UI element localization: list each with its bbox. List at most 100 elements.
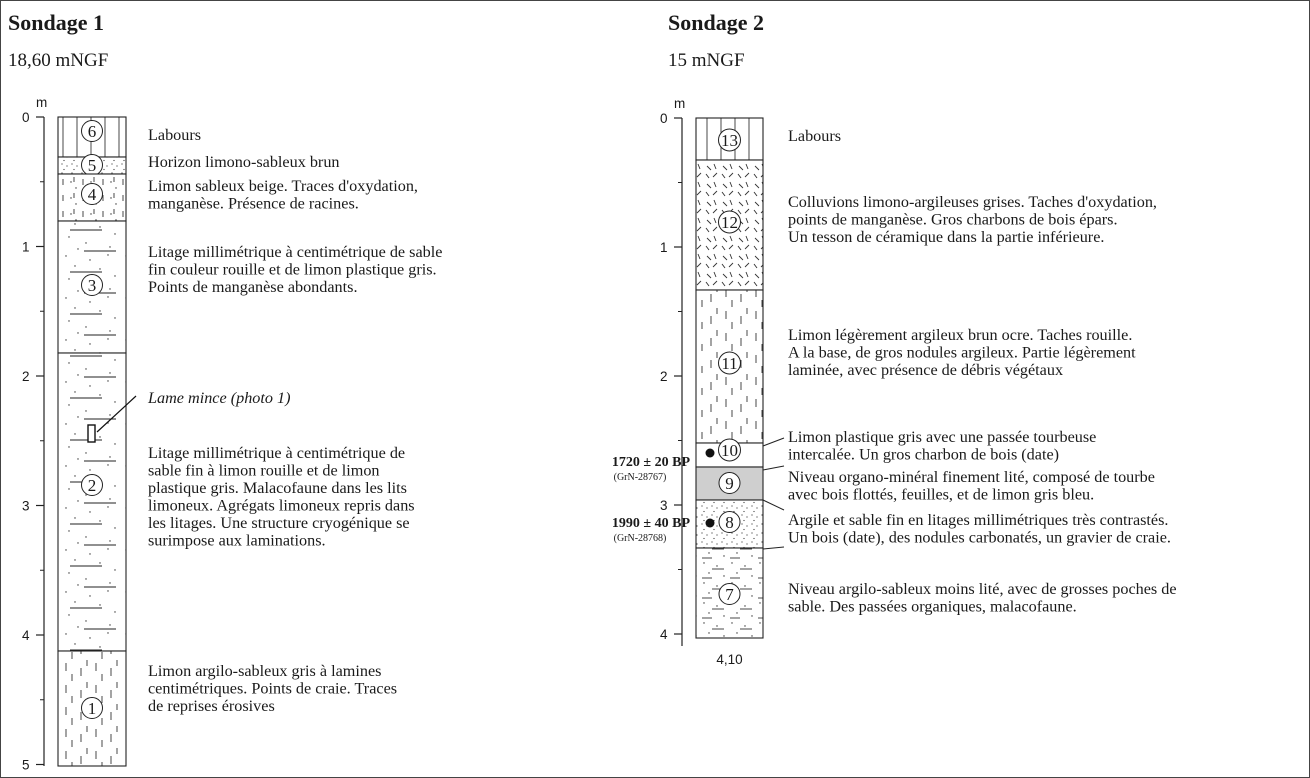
layer-description-line: Points de manganèse abondants. — [148, 278, 358, 296]
layer-number-circle — [718, 583, 741, 605]
layer-number-circle — [718, 511, 741, 533]
layer-number-circle — [718, 438, 741, 462]
date-sample-dot — [705, 518, 715, 528]
layer-description-line: surimpose aux laminations. — [148, 532, 326, 550]
layer-number: 5 — [88, 156, 97, 175]
date-lab-code: (GrN-28767) — [614, 472, 667, 483]
layer-number-circle — [718, 351, 741, 375]
depth-tick-label: 3 — [22, 499, 30, 514]
depth-unit: m — [36, 95, 47, 110]
layer-number: 3 — [88, 276, 97, 295]
depth-tick-label: 3 — [660, 498, 668, 513]
date-age: 1990 ± 40 BP — [612, 516, 691, 531]
description-leader — [762, 499, 785, 511]
layer-number-circle — [81, 120, 103, 142]
thin-section-leader — [96, 395, 137, 433]
description-leader — [762, 465, 785, 471]
depth-unit: m — [674, 96, 685, 111]
column-bottom-depth: 4,10 — [716, 652, 742, 667]
layer-number: 13 — [721, 131, 738, 150]
radiocarbon-date-1: 1720 ± 20 BP (GrN-28767) — [612, 448, 715, 483]
thin-section-label: Lame mince (photo 1) — [147, 389, 291, 407]
layer-number: 10 — [721, 441, 738, 460]
layer-description-line: Limon argilo-sableux gris à lamines — [148, 662, 381, 680]
depth-tick-label: 1 — [660, 240, 668, 255]
depth-tick-label: 0 — [22, 110, 30, 125]
layer-4: 4 Limon sableux beige. Traces d'oxydation… — [57, 173, 418, 222]
radiocarbon-date-2: 1990 ± 40 BP (GrN-28768) — [612, 516, 715, 544]
layer-description-line: Limon sableux beige. Traces d'oxydation, — [148, 177, 418, 195]
layer-description-line: Limon plastique gris avec une passée tou… — [788, 428, 1096, 446]
layer-description-line: Niveau organo-minéral finement lité, com… — [788, 468, 1155, 486]
layer-number-circle — [718, 472, 741, 494]
thin-section-marker — [87, 424, 96, 443]
layer-description-line: Un bois (date), des nodules carbonatés, … — [788, 529, 1171, 547]
layer-9: 9 Niveau organo-minéral finement lité, co… — [695, 466, 1155, 504]
depth-tick-label: 2 — [22, 369, 30, 384]
layer-description-line: limoneux. Agrégats limoneux repris dans — [148, 497, 415, 515]
layer-description-line: A la base, de gros nodules argileux. Par… — [788, 344, 1136, 362]
column-elevation: 15 mNGF — [668, 50, 745, 71]
depth-tick-label: 4 — [22, 628, 30, 643]
layer-description-line: sable fin à limon rouille et de limon — [148, 462, 380, 480]
layer-description-line: avec bois flottés, feuilles, et de limon… — [788, 486, 1094, 504]
layer-description-line: Niveau argilo-sableux moins lité, avec d… — [788, 580, 1177, 598]
layer-number: 4 — [88, 185, 97, 204]
layer-number: 9 — [725, 474, 734, 493]
layer-description-line: sable. Des passées organiques, malacofau… — [788, 598, 1077, 616]
layer-description-line: points de manganèse. Gros charbons de bo… — [788, 211, 1118, 229]
depth-tick-label: 1 — [22, 240, 30, 255]
date-age: 1720 ± 20 BP — [612, 455, 691, 470]
layer-description-line: plastique gris. Malacofaune dans les lit… — [148, 479, 407, 497]
layer-12: 12 Colluvions limono-argileuses grises. T… — [695, 159, 1157, 291]
layer-description-line: Argile et sable fin en litages millimétr… — [788, 511, 1168, 529]
layer-6: 6 Labours — [57, 116, 201, 158]
layer-number: 11 — [721, 354, 737, 373]
layer-number: 8 — [725, 513, 734, 532]
date-lab-code: (GrN-28768) — [614, 533, 667, 544]
layer-description-line: de reprises érosives — [148, 697, 275, 715]
layer-description-line: manganèse. Présence de racines. — [148, 195, 359, 213]
date-sample-dot — [705, 448, 715, 458]
layer-description-line: Labours — [788, 127, 841, 145]
layer-number-circle — [81, 183, 103, 205]
layer-description-line: fin couleur rouille et de limon plastiqu… — [148, 261, 437, 279]
depth-tick-label: 4 — [660, 627, 668, 642]
layer-number: 6 — [88, 122, 97, 141]
layer-number-circle — [81, 274, 103, 296]
column-title: Sondage 2 — [668, 10, 764, 35]
layer-number-circle — [718, 128, 741, 152]
layer-10: 10 Limon plastique gris avec une passée t… — [695, 428, 1096, 468]
layer-description-line: centimétriques. Points de craie. Traces — [148, 680, 397, 698]
description-leader — [762, 437, 785, 447]
layer-description-line: Colluvions limono-argileuses grises. Tac… — [788, 193, 1157, 211]
column-title: Sondage 1 — [8, 10, 104, 35]
layer-description-line: Un tesson de céramique dans la partie in… — [788, 228, 1104, 246]
layer-number-circle — [718, 210, 741, 234]
layer-8: 8 Argile et sable fin en litages millimét… — [695, 499, 1171, 549]
depth-tick-label: 2 — [660, 369, 668, 384]
layer-description-line: Labours — [148, 126, 201, 144]
layer-description-line: Litage millimétrique à centimétrique de … — [148, 243, 442, 261]
layer-fill — [57, 352, 127, 652]
layer-description-line: laminée, avec présence de débris végétau… — [788, 361, 1063, 379]
layer-3: 3 Litage millimétrique à centimétrique de… — [57, 220, 442, 354]
layer-13: 13 Labours — [695, 117, 841, 161]
depth-tick-label: 0 — [660, 111, 668, 126]
layer-5: 5 Horizon limono-sableux brun — [57, 153, 340, 176]
layer-description-line: intercalée. Un gros charbon de bois (dat… — [788, 446, 1059, 464]
layer-number: 12 — [721, 213, 738, 232]
layer-1: 1 Limon argilo-sableux gris à laminescent… — [57, 650, 397, 767]
layer-description-line: Litage millimétrique à centimétrique de — [148, 444, 405, 462]
layer-number: 1 — [88, 699, 97, 718]
layer-description-line: Horizon limono-sableux brun — [148, 153, 340, 171]
description-leader — [762, 546, 785, 550]
layer-number-circle — [81, 474, 103, 496]
depth-tick-label: 5 — [22, 758, 30, 773]
